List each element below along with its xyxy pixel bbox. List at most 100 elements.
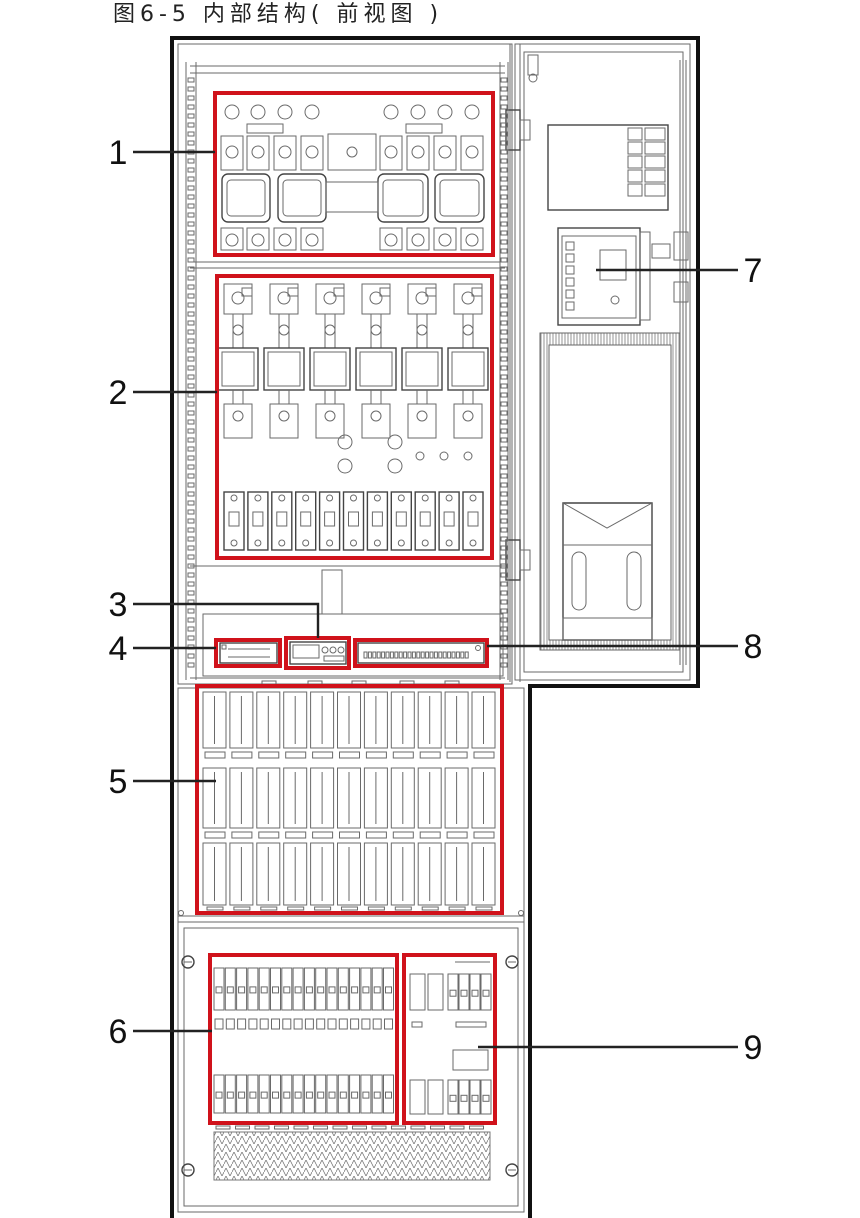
frame-hole (178, 910, 184, 916)
output-breaker (390, 767, 415, 829)
rail-hole (187, 554, 195, 560)
bottom-terminal-bolt (465, 233, 479, 247)
rail-hole (500, 581, 508, 587)
breaker-toggle (460, 1094, 468, 1102)
breaker-toggle (395, 511, 407, 527)
rail-hole (500, 158, 508, 164)
signal-pin (403, 651, 408, 659)
signal-board (357, 642, 485, 664)
switch-pole (379, 135, 403, 171)
controller-body (289, 641, 347, 665)
rail-hole (500, 608, 508, 614)
rail-hole (187, 572, 195, 578)
distribution-breaker (247, 967, 259, 1011)
distribution-breaker (236, 1074, 248, 1114)
rail-hole (500, 392, 508, 398)
fuse-top-bracket (361, 283, 391, 315)
terminal-bolt (437, 104, 453, 120)
distribution-breaker (349, 967, 361, 1011)
signal-pin (455, 651, 460, 659)
breaker-toggle (276, 511, 288, 527)
busbar-bolt (387, 458, 403, 474)
rail-hole (187, 239, 195, 245)
breaker-label-strip (473, 831, 495, 839)
rail-hole (500, 176, 508, 182)
breaker-label-strip (204, 831, 226, 839)
fuse-clip (370, 324, 382, 336)
rail-hole (187, 419, 195, 425)
board-chip (599, 249, 627, 281)
distribution-breaker (303, 967, 315, 1011)
controller-port (323, 655, 345, 662)
rail-hole (500, 563, 508, 569)
breaker-label-strip (314, 906, 332, 911)
rail-hole (187, 203, 195, 209)
bottom-terminal-bolt (384, 233, 398, 247)
rail-hole (500, 356, 508, 362)
breaker-label (248, 1018, 258, 1030)
fuse-body (355, 347, 397, 391)
breaker-label (327, 1018, 337, 1030)
rail-hole (500, 572, 508, 578)
breaker-toggle (351, 986, 359, 994)
section-4-highlight-box (214, 638, 282, 668)
output-breaker (471, 842, 496, 906)
breaker-toggle (339, 1091, 347, 1099)
rail-hole (500, 482, 508, 488)
breaker-toggle (283, 1091, 291, 1099)
rail-hole (500, 473, 508, 479)
signal-pin (381, 651, 386, 659)
fuse-body (217, 347, 259, 391)
callout-6-label: 6 (109, 1013, 128, 1051)
fuse-clip (462, 324, 474, 336)
signal-pin (429, 651, 434, 659)
center-plate-screw (346, 146, 358, 158)
fuse-top-bolt (369, 291, 383, 305)
signal-pin (372, 651, 377, 659)
breaker-toggle (339, 986, 347, 994)
switch-pole-screw (305, 145, 319, 159)
fuse-clip (324, 324, 336, 336)
breaker-toggle (249, 1091, 257, 1099)
load-breaker (438, 491, 460, 551)
output-breaker (310, 842, 335, 906)
fuse-bottom-bolt (324, 410, 336, 422)
rail-hole (500, 419, 508, 425)
rail-hole (187, 581, 195, 587)
label-mark (469, 1125, 484, 1130)
breaker-label-strip (312, 831, 334, 839)
rail-hole (500, 95, 508, 101)
breaker-label-strip (285, 751, 307, 759)
rail-hole (500, 446, 508, 452)
breaker-terminal (469, 494, 477, 502)
label-mark (274, 1125, 289, 1130)
fuse-bottom-bracket (315, 403, 345, 439)
label-mark (455, 1021, 487, 1028)
breaker-toggle (471, 989, 479, 997)
rail-hole (500, 221, 508, 227)
section-1-components (220, 104, 485, 251)
label-mark (215, 1125, 231, 1130)
switch-pole-screw (278, 145, 292, 159)
fuse-top-tab (379, 287, 391, 297)
module-side-bracket (639, 231, 651, 321)
fuse-bottom-bolt (370, 410, 382, 422)
label-mark (391, 1125, 406, 1130)
breaker-label (316, 1018, 326, 1030)
rail-hole (187, 392, 195, 398)
breaker-terminal (278, 539, 286, 547)
rail-hole (500, 500, 508, 506)
rail-hole (187, 437, 195, 443)
rail-hole (187, 329, 195, 335)
breaker-terminal (350, 539, 357, 547)
breaker-label-strip (419, 831, 441, 839)
ac-breaker (458, 973, 470, 1011)
label-plate (405, 123, 443, 134)
breaker-label (282, 1018, 292, 1030)
door-bracket-slot (626, 551, 642, 611)
rail-hole (187, 257, 195, 263)
door-relay-body (644, 155, 666, 169)
fuse-bottom-bracket (361, 403, 391, 439)
door-panel-face (548, 344, 672, 641)
terminal-bolt (464, 104, 480, 120)
